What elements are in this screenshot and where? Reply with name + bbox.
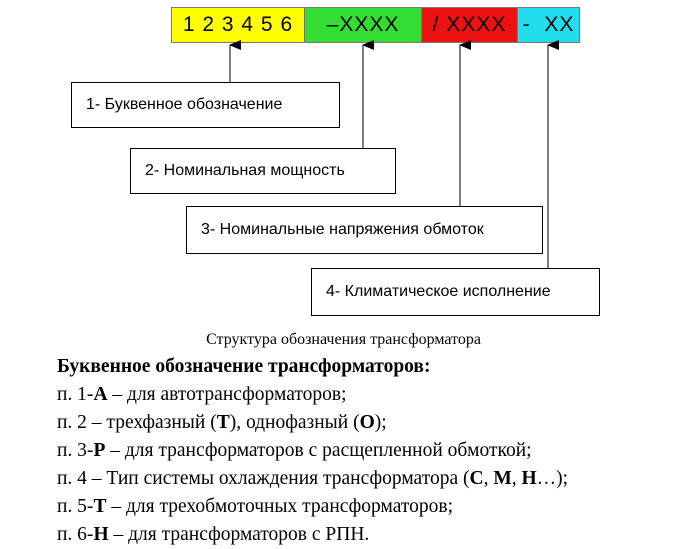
legend-line-2: п. 2 – трехфазный (Т), однофазный (О); xyxy=(57,412,387,433)
label-box-letters: 1- Буквенное обозначение xyxy=(71,82,340,128)
code-segment-letters: 1 2 3 4 5 6 xyxy=(171,7,305,43)
legend-line-5: п. 5-Т – для трехобмоточных трансформато… xyxy=(57,496,453,517)
diagram-caption: Структура обозначения трансформатора xyxy=(206,331,481,348)
label-box-voltage: 3- Номинальные напряжения обмоток xyxy=(186,206,543,254)
label-box-power: 2- Номинальная мощность xyxy=(130,148,396,194)
code-segment-climate: - XX xyxy=(517,7,580,43)
legend-line-1: п. 1-А – для автотрансформаторов; xyxy=(57,384,347,405)
label-box-climate: 4- Климатическое исполнение xyxy=(311,268,600,316)
connector-arrows xyxy=(229,40,559,268)
legend-line-4: п. 4 – Тип системы охлаждения трансформа… xyxy=(57,468,569,489)
legend-line-6: п. 6-Н – для трансформаторов с РПН. xyxy=(57,524,370,545)
legend: Буквенное обозначение трансформаторов: п… xyxy=(57,353,568,549)
legend-line-3: п. 3-Р – для трансформаторов с расщеплен… xyxy=(57,440,532,461)
code-segment-voltage: / XXXX xyxy=(421,7,518,43)
legend-title: Буквенное обозначение трансформаторов: xyxy=(57,356,431,377)
